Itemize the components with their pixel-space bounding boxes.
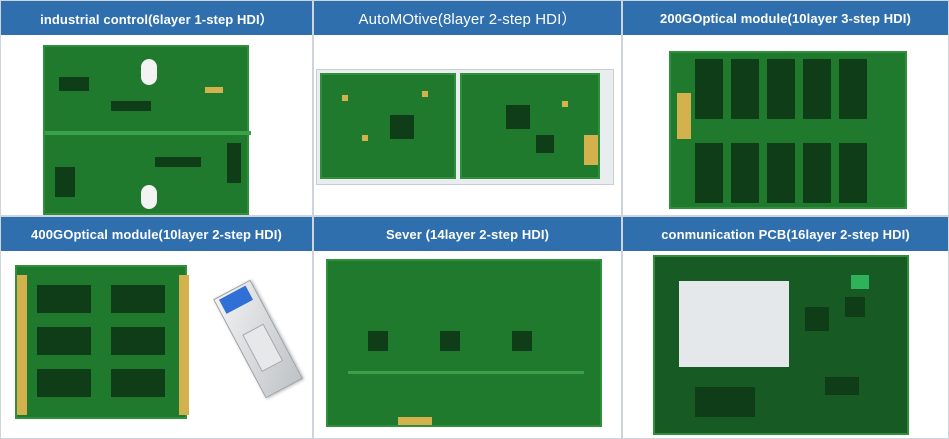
product-title: industrial control(6layer 1-step HDI）: [1, 1, 312, 35]
pcb-image: [314, 251, 621, 438]
product-title: 200GOptical module(10layer 3-step HDI): [623, 1, 948, 35]
product-card-communication: conmunication PCB(16layer 2-step HDI): [622, 216, 949, 439]
pcb-image: [623, 35, 948, 215]
product-title: 400GOptical module(10layer 2-step HDI): [1, 217, 312, 251]
pcb-image: [314, 35, 621, 215]
pcb-image: [1, 251, 312, 438]
product-card-server: Sever (14layer 2-step HDI): [313, 216, 622, 439]
product-title: Sever (14layer 2-step HDI): [314, 217, 621, 251]
pcb-image: [623, 251, 948, 438]
product-card-industrial-control: industrial control(6layer 1-step HDI）: [0, 0, 313, 216]
product-title: AutoMOtive(8layer 2-step HDI）: [314, 1, 621, 35]
product-card-400g-optical: 400GOptical module(10layer 2-step HDI): [0, 216, 313, 439]
product-card-automotive: AutoMOtive(8layer 2-step HDI）: [313, 0, 622, 216]
product-title: conmunication PCB(16layer 2-step HDI): [623, 217, 948, 251]
pcb-image: [1, 35, 312, 215]
product-card-200g-optical: 200GOptical module(10layer 3-step HDI): [622, 0, 949, 216]
